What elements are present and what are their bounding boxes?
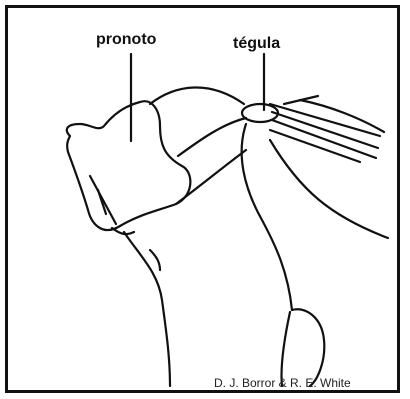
pleuron-front-outline	[124, 232, 170, 386]
pleuron-suture	[176, 150, 246, 204]
pronoto-shape	[67, 101, 191, 230]
pronoto-side-hatch	[90, 176, 116, 224]
scutellum-outline	[270, 140, 388, 238]
mesonotum-dorsal-outline	[150, 87, 244, 104]
coxa-outline	[292, 309, 324, 386]
joint-mark-2	[150, 250, 160, 270]
coxa-inner-line	[281, 312, 290, 386]
illustration-credit: D. J. Borror & R. E. White	[214, 377, 351, 389]
tegula-label: tégula	[233, 36, 280, 52]
pronoto-label: pronoto	[96, 32, 156, 48]
pleuron-middle-outline	[242, 124, 292, 310]
wing-vein	[272, 120, 376, 158]
mesonotum-inner-line	[178, 118, 246, 156]
